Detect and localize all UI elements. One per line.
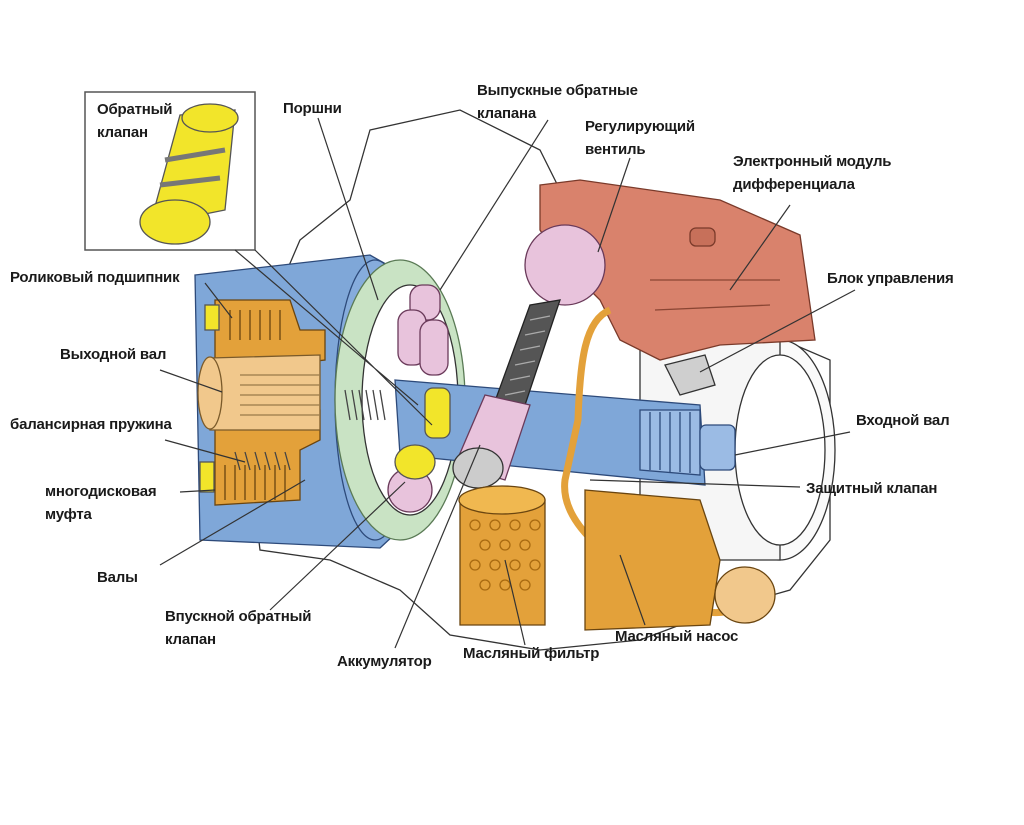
check-valve-body: [394, 387, 451, 480]
pistons: [387, 284, 449, 513]
label-oil-filter: Масляный фильтр: [463, 645, 600, 662]
label-inlet-check-valve: Впускной обратный клапан: [165, 605, 311, 651]
label-control-valve: Регулирующий вентиль: [585, 115, 695, 161]
label-line: дифференциала: [733, 176, 855, 193]
label-line: клапан: [165, 631, 216, 648]
label-line: вентиль: [585, 141, 646, 158]
label-line: Электронный модуль: [733, 153, 892, 170]
label-input-shaft: Входной вал: [856, 412, 950, 429]
oil-pump: [584, 489, 721, 631]
oil-filter: [459, 499, 546, 626]
regulating-valve: [524, 224, 606, 306]
label-line: Выпускные обратные: [477, 82, 638, 99]
label-line: клапана: [477, 105, 536, 122]
leader-lines: [159, 117, 856, 649]
label-safety-valve: Защитный клапан: [806, 480, 938, 497]
balance-spring: [234, 389, 386, 471]
label-oil-pump: Масляный насос: [615, 628, 739, 645]
label-line: Впускной обратный: [165, 608, 312, 625]
label-balance-spring: балансирная пружина: [10, 416, 172, 433]
label-accumulator: Аккумулятор: [337, 653, 432, 670]
label-output-shaft: Выходной вал: [60, 346, 167, 363]
label-roller-bearing: Роликовый подшипник: [10, 269, 180, 286]
label-check-valve: Обратный клапан: [97, 98, 172, 144]
label-line: многодисковая: [45, 483, 157, 500]
label-outlet-check-valves: Выпускные обратные клапана: [477, 79, 638, 125]
label-control-unit: Блок управления: [827, 270, 954, 287]
control-unit: [664, 354, 716, 396]
label-line: Регулирующий: [585, 118, 695, 135]
output-shaft: [209, 354, 321, 431]
label-pistons: Поршни: [283, 100, 342, 117]
label-multi-disc-clutch: многодисковая муфта: [45, 480, 157, 526]
accumulator: [452, 299, 561, 489]
label-electronic-module: Электронный модуль дифференциала: [733, 150, 892, 196]
label-line: Обратный: [97, 101, 173, 118]
label-line: муфта: [45, 506, 92, 523]
label-shafts: Валы: [97, 569, 138, 586]
check-valve-inset-drawing: [139, 103, 239, 245]
label-line: клапан: [97, 124, 148, 141]
